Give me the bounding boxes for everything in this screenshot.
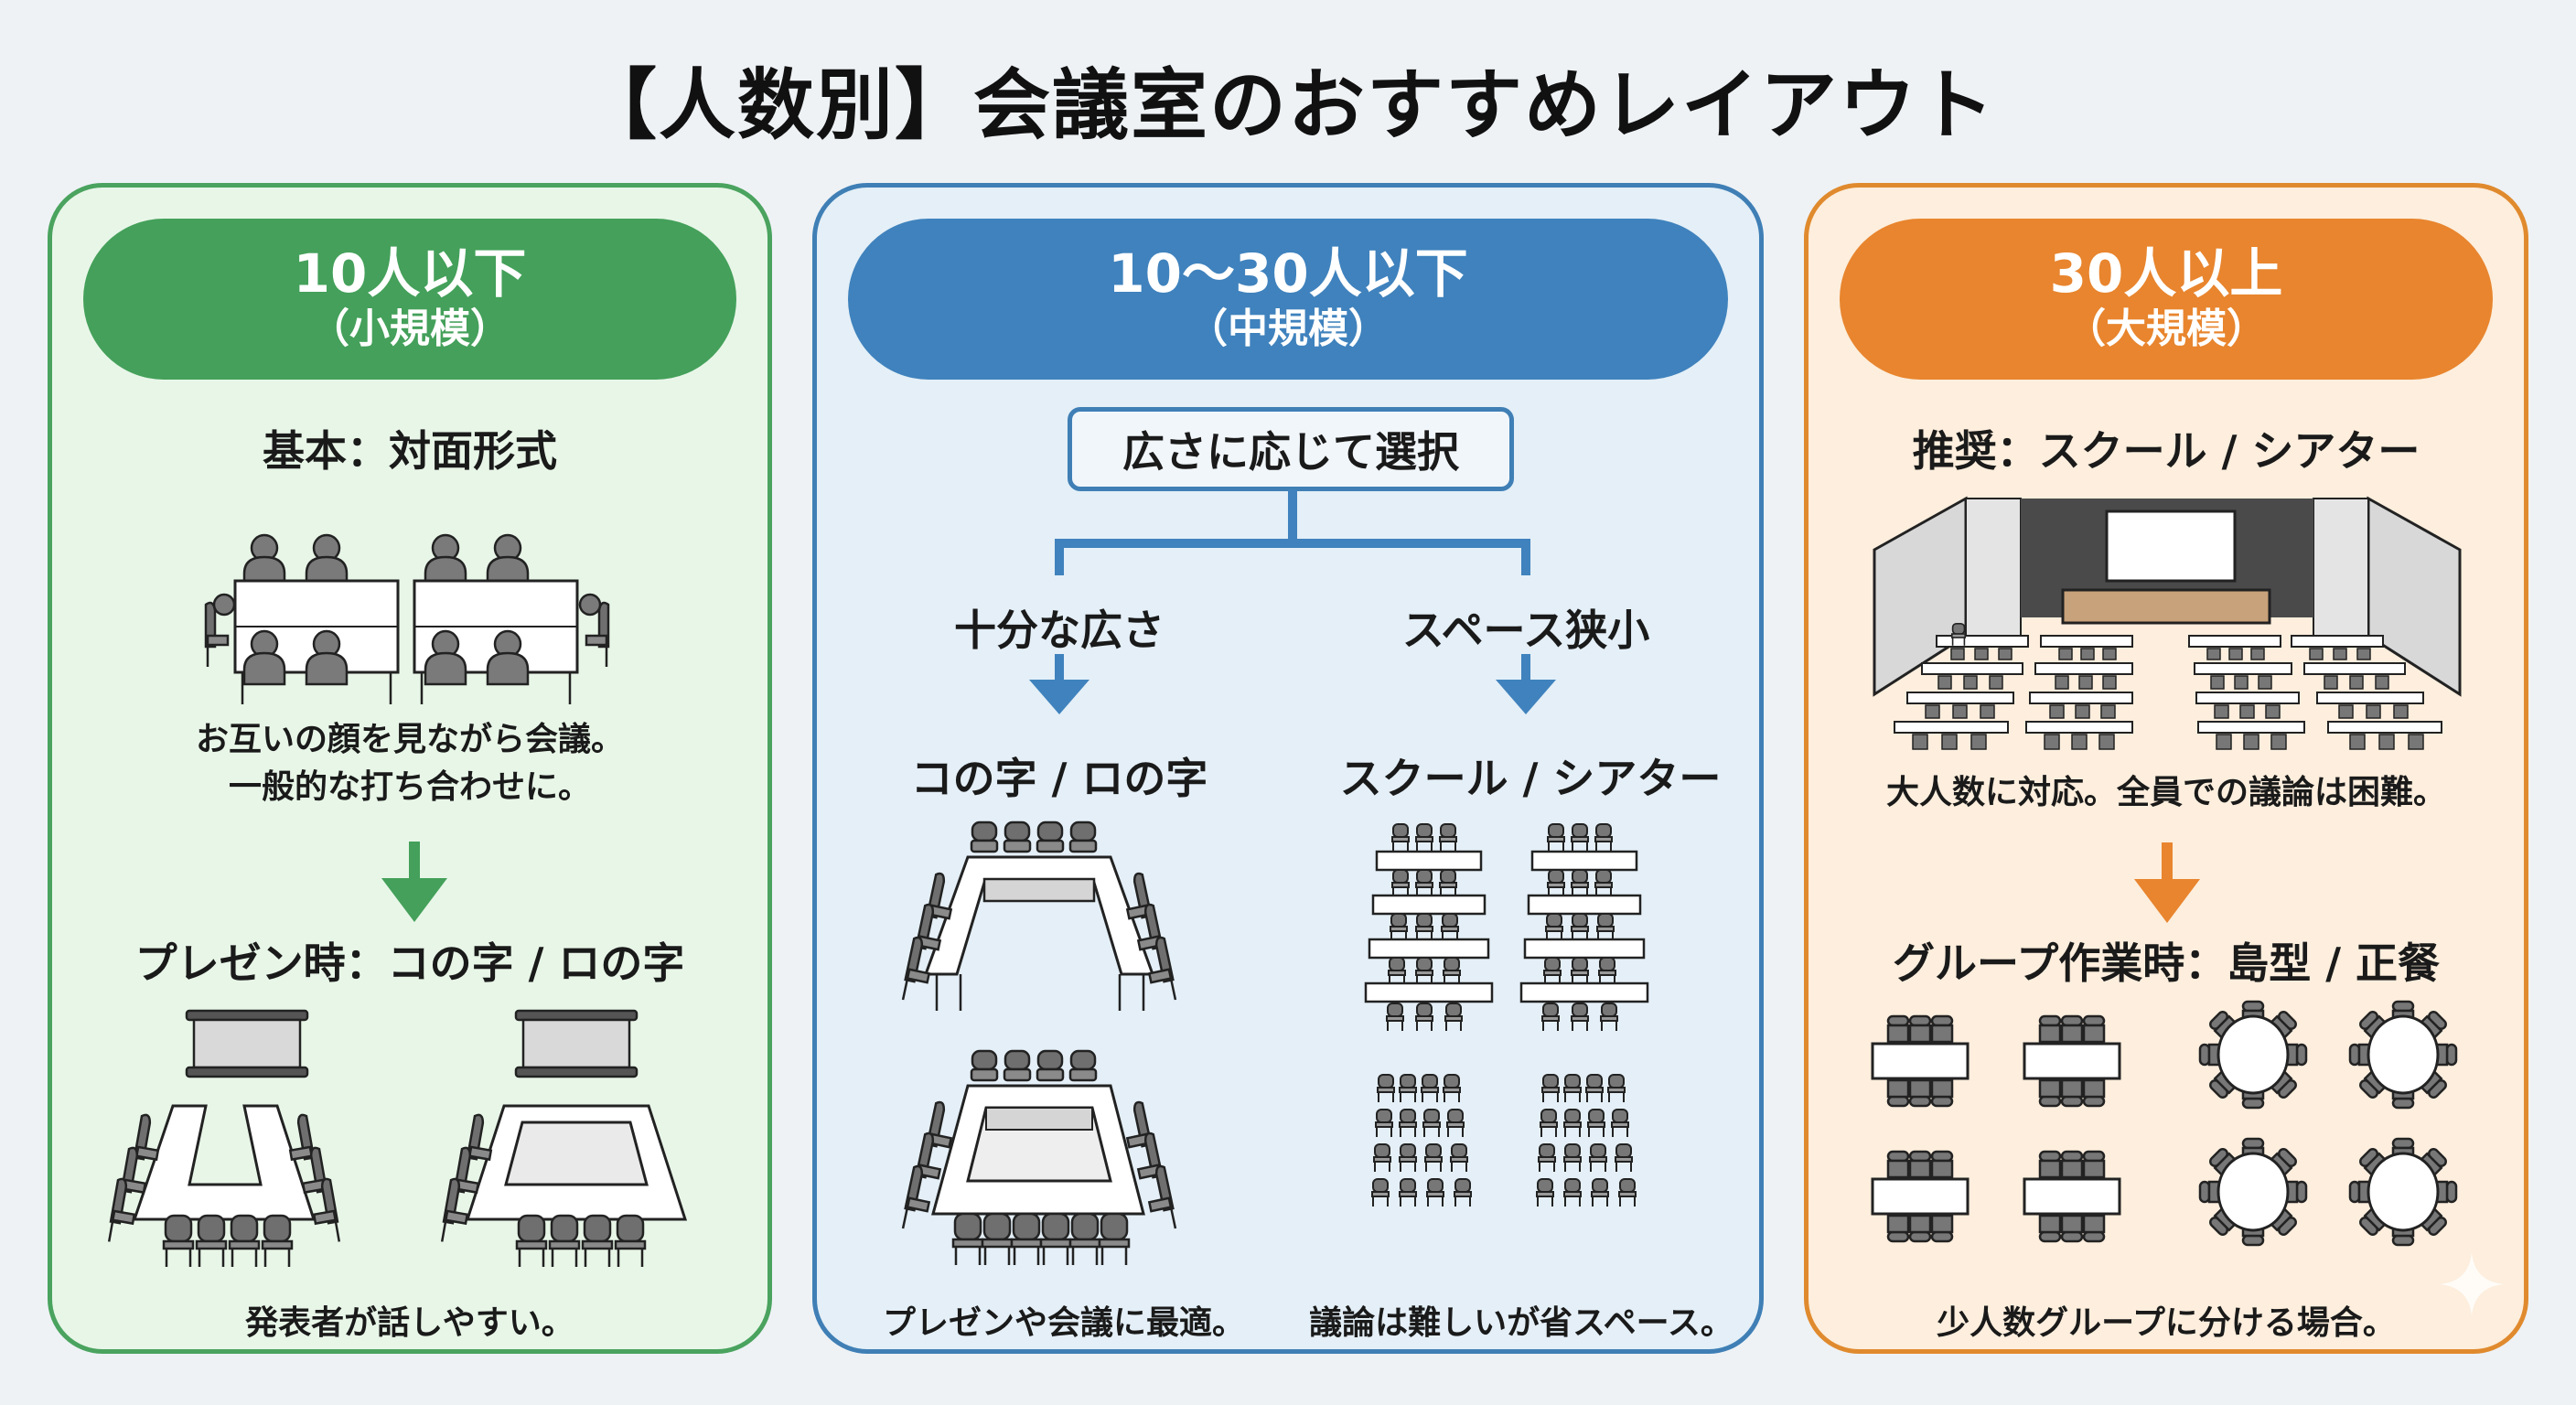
panel-large-scale: 30人以上 （大規模） 推奨：スクール / シアター xyxy=(1804,183,2528,1354)
header-small-scale: 10人以下 （小規模） xyxy=(83,219,736,380)
header-title: 10人以下 xyxy=(293,242,527,305)
sparkle-icon xyxy=(2440,1252,2504,1316)
basic-description: お互いの顔を見ながら会議。 一般的な打ち合わせに。 xyxy=(52,716,767,811)
presentation-description: 発表者が話しやすい。 xyxy=(245,1304,574,1342)
arrow-down-icon xyxy=(2134,842,2200,923)
auditorium-school-layout-icon xyxy=(1873,496,2462,750)
school-layout-icon xyxy=(1364,819,1695,1047)
panel-small-scale: 10人以下 （小規模） 基本：対面形式 お互いの顔を見ながら会議。 一般的な打ち… xyxy=(48,183,772,1354)
theater-layout-icon xyxy=(1371,1074,1695,1207)
panel-medium-scale: 10〜30人以下 （中規模） 広さに応じて選択 十分な広さ スペース狭小 コの字… xyxy=(812,183,1764,1354)
presentation-heading: プレゼン時：コの字 / ロの字 xyxy=(134,938,685,988)
round-banquet-table-icon xyxy=(2200,1002,2493,1258)
header-medium-scale: 10〜30人以下 （中規模） xyxy=(848,219,1728,380)
u-shape-layout-icon xyxy=(899,820,1179,1011)
recommend-description: 大人数に対応。全員での議論は困難。 xyxy=(1885,774,2446,811)
header-title: 30人以上 xyxy=(2049,242,2283,305)
arrow-down-icon xyxy=(381,842,447,922)
basic-heading: 基本：対面形式 xyxy=(263,426,557,476)
right-heading: スクール / シアター xyxy=(1339,754,1722,803)
left-heading: コの字 / ロの字 xyxy=(910,754,1208,803)
basic-description-line2: 一般的な打ち合わせに。 xyxy=(228,768,591,806)
branch-label-narrow: スペース狭小 xyxy=(1401,606,1650,655)
island-table-icon xyxy=(1871,1011,2147,1249)
group-heading: グループ作業時：島型 / 正餐 xyxy=(1892,938,2441,988)
hollow-square-layout-icon xyxy=(438,1009,688,1269)
header-large-scale: 30人以上 （大規模） xyxy=(1840,219,2493,380)
header-subtitle: （大規模） xyxy=(2066,306,2267,352)
branch-label-spacious: 十分な広さ xyxy=(954,606,1165,655)
header-subtitle: （中規模） xyxy=(1187,306,1389,352)
decision-box: 広さに応じて選択 xyxy=(1068,407,1514,491)
group-description: 少人数グループに分ける場合。 xyxy=(1937,1304,2396,1342)
right-description: 議論は難しいが省スペース。 xyxy=(1309,1304,1733,1342)
left-description: プレゼンや会議に最適。 xyxy=(882,1304,1245,1342)
hollow-square-layout-icon xyxy=(899,1049,1179,1267)
page-title: 【人数別】会議室のおすすめレイアウト xyxy=(579,60,1996,150)
u-shape-layout-icon xyxy=(105,1009,343,1269)
face-to-face-tables-icon xyxy=(204,533,610,704)
basic-description-line1: お互いの顔を見ながら会議。 xyxy=(195,721,624,758)
header-title: 10〜30人以下 xyxy=(1108,242,1468,305)
recommend-heading: 推奨：スクール / シアター xyxy=(1912,426,2420,476)
header-subtitle: （小規模） xyxy=(309,306,510,352)
branch-connector xyxy=(1029,489,1556,714)
